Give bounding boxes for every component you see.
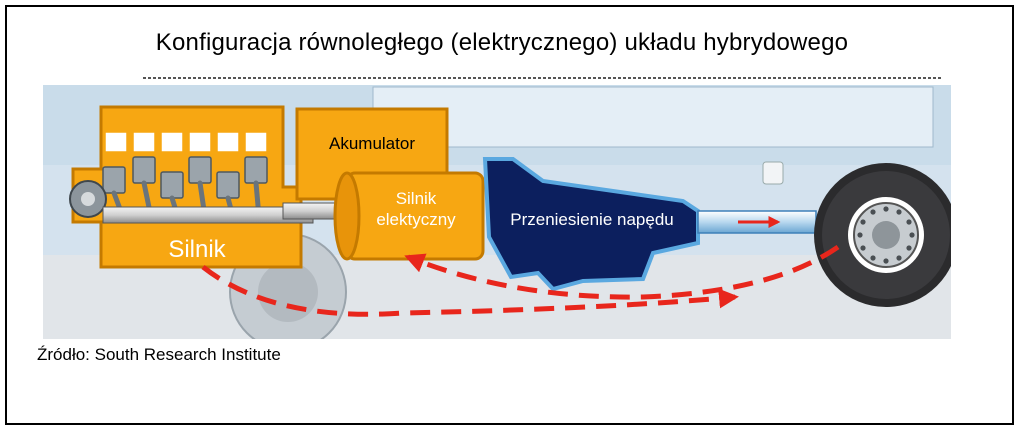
- flow-arrow-engine-to-wheel: [201, 265, 739, 317]
- figure-title: Konfiguracja równoległego (elektrycznego…: [155, 29, 849, 56]
- motor-label-line1: Silnik: [396, 189, 437, 208]
- figure-frame: Konfiguracja równoległego (elektrycznego…: [5, 5, 1014, 425]
- energy-flow-arrows: [201, 244, 840, 317]
- motor-label-line2: elektyczny: [376, 210, 456, 229]
- pistons: [102, 131, 268, 220]
- hybrid-system-diagram: Silnik Akumulator Silnik elektyczny Prze…: [43, 77, 951, 339]
- engine-label: Silnik: [168, 236, 226, 263]
- wheel: [814, 163, 951, 307]
- transmission-label: Przeniesienie napędu: [510, 210, 674, 229]
- transmission: [482, 157, 700, 292]
- engine: [69, 105, 314, 269]
- flow-arrow-wheel-to-motor: [404, 244, 840, 300]
- source-caption: Źródło: South Research Institute: [37, 345, 281, 364]
- battery-label: Akumulator: [329, 134, 415, 153]
- diagram-canvas: Silnik Akumulator Silnik elektyczny Prze…: [43, 77, 951, 339]
- electric-motor: [333, 171, 485, 261]
